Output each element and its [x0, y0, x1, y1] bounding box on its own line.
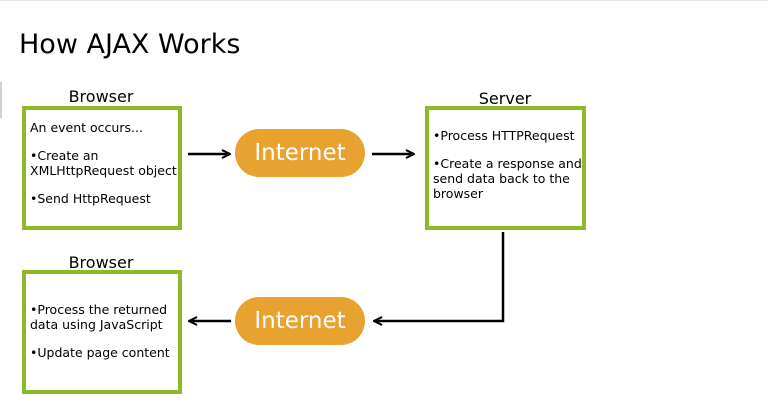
left-edge-marker	[0, 82, 2, 118]
browser-bottom-label: Browser	[68, 253, 134, 272]
server-label: Server	[478, 89, 532, 108]
browser-bottom-box: •Process the returned data using JavaScr…	[22, 270, 182, 394]
server-line-1: •Process HTTPRequest	[433, 128, 575, 143]
internet-top-pill: Internet	[235, 129, 365, 177]
server-box: •Process HTTPRequest •Create a response …	[425, 106, 586, 230]
server-line-2: •Create a response and send data back to…	[433, 156, 582, 201]
arrow-server-to-internet	[374, 232, 505, 321]
browser-bottom-line-1: •Process the returned data using JavaScr…	[30, 302, 168, 332]
browser-top-box: An event occurs... •Create an XMLHttpReq…	[22, 106, 182, 230]
browser-top-label: Browser	[68, 87, 134, 106]
browser-top-line-1: An event occurs...	[30, 120, 143, 135]
internet-bottom-pill: Internet	[235, 297, 365, 345]
page-title: How AJAX Works	[19, 29, 241, 60]
browser-top-line-3: •Send HttpRequest	[30, 191, 151, 206]
top-divider	[0, 0, 768, 1]
browser-bottom-line-2: •Update page content	[30, 345, 170, 360]
browser-top-line-2: •Create an XMLHttpRequest object	[30, 148, 177, 178]
